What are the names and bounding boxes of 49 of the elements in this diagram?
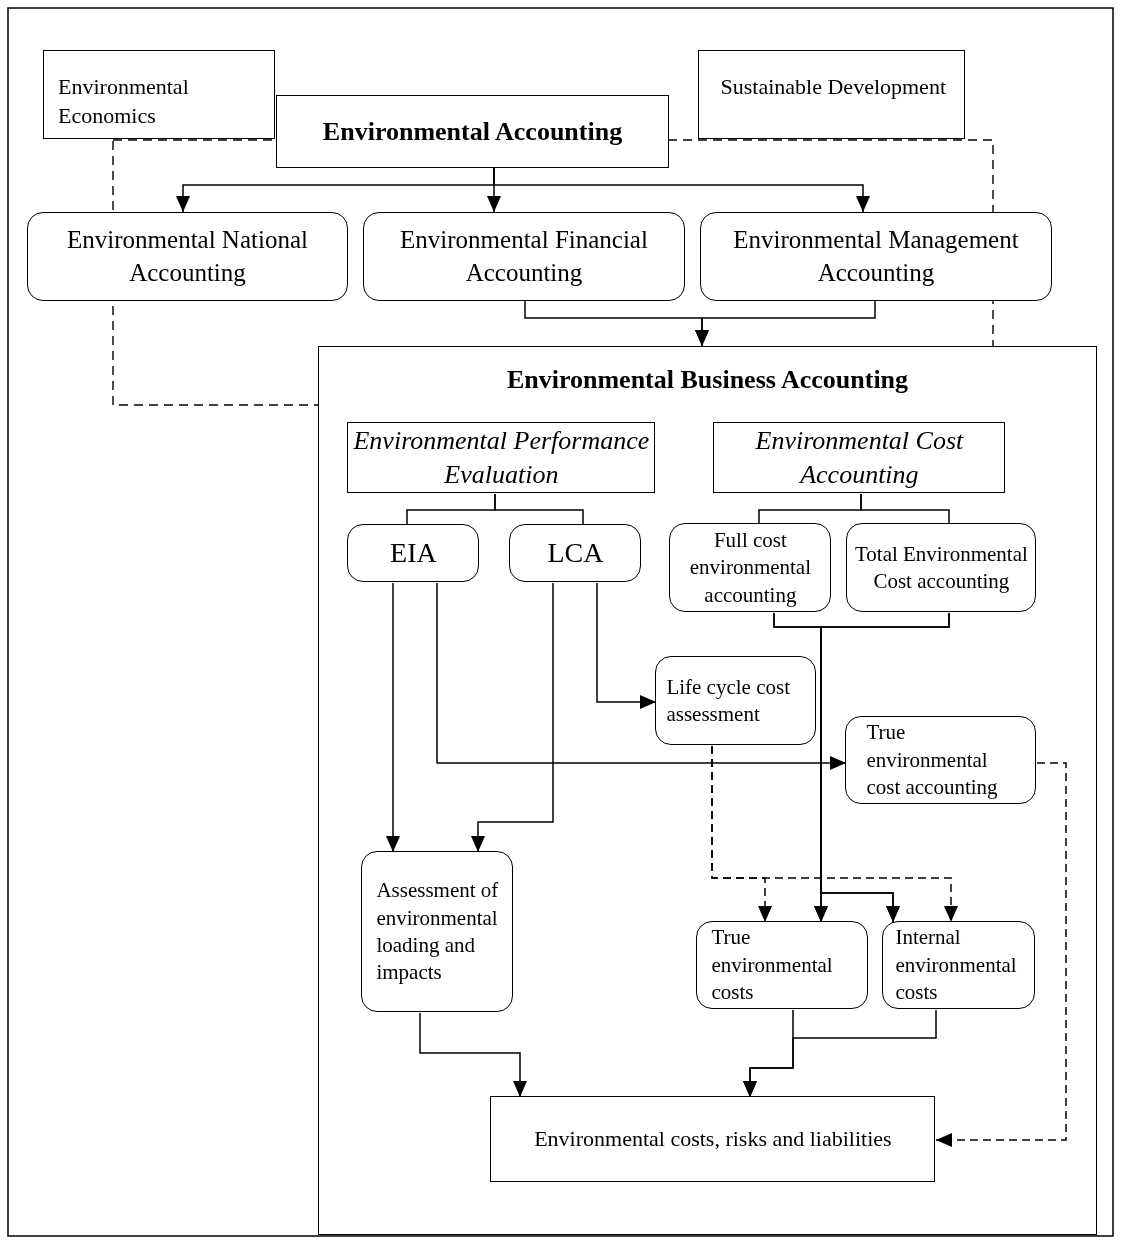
- node-label: Internal environmental costs: [895, 924, 1018, 1007]
- node-label: Environmental Cost Accounting: [754, 425, 965, 491]
- node-label: Environmental costs, risks and liabilities: [534, 1125, 892, 1154]
- node-label: LCA: [547, 536, 604, 571]
- rounded-box: [27, 212, 348, 301]
- dashed-arrow: [935, 762, 1067, 1147]
- process-box: [490, 1096, 936, 1183]
- arrow: [436, 582, 847, 770]
- rounded-box: [696, 921, 869, 1010]
- process-box: [276, 95, 669, 168]
- node-label: EIA: [390, 536, 437, 571]
- node-label: Environmental National Accounting: [66, 225, 309, 288]
- arrow: [596, 582, 657, 709]
- node-label: Environmental Management Accounting: [732, 225, 1020, 288]
- arrow: [695, 300, 876, 347]
- node-label: Environmental Economics: [58, 73, 190, 130]
- rounded-box: [882, 921, 1036, 1010]
- rounded-box: [700, 212, 1052, 301]
- process-box: [713, 422, 1006, 494]
- arrow: [493, 167, 870, 213]
- node-label: Environmental Performance Evaluation: [352, 425, 651, 491]
- node-label: Environmental Accounting: [322, 115, 623, 148]
- process-box: [43, 50, 275, 139]
- rounded-box: [347, 524, 480, 583]
- group-box: [318, 346, 1097, 1235]
- arrow: [471, 582, 554, 853]
- node-label: Total Environmental Cost accounting: [853, 540, 1029, 595]
- node-label: Assessment of environmental loading and impacts: [376, 877, 500, 987]
- arrow: [419, 1012, 527, 1098]
- arrow: [386, 582, 400, 853]
- dashed-arrow: [711, 745, 958, 923]
- node-label: True environmental cost accounting: [866, 719, 999, 802]
- process-box: [698, 50, 965, 139]
- connector-line: [860, 493, 950, 525]
- node-label: Full cost environmental accounting: [688, 526, 813, 609]
- node-label: Life cycle cost assessment: [666, 673, 791, 728]
- arrow: [743, 1009, 937, 1098]
- rounded-box: [361, 851, 514, 1013]
- rounded-box: [363, 212, 685, 301]
- rounded-box: [845, 716, 1037, 805]
- rounded-box: [846, 523, 1037, 613]
- node-label: Environmental Financial Accounting: [399, 225, 649, 288]
- node-label: True environmental costs: [711, 924, 834, 1007]
- connector-line: [494, 493, 584, 526]
- group-heading: Environmental Business Accounting: [506, 364, 909, 396]
- rounded-box: [655, 656, 817, 746]
- rounded-box: [669, 523, 832, 613]
- node-label: Sustainable Development: [720, 73, 946, 101]
- rounded-box: [509, 524, 642, 583]
